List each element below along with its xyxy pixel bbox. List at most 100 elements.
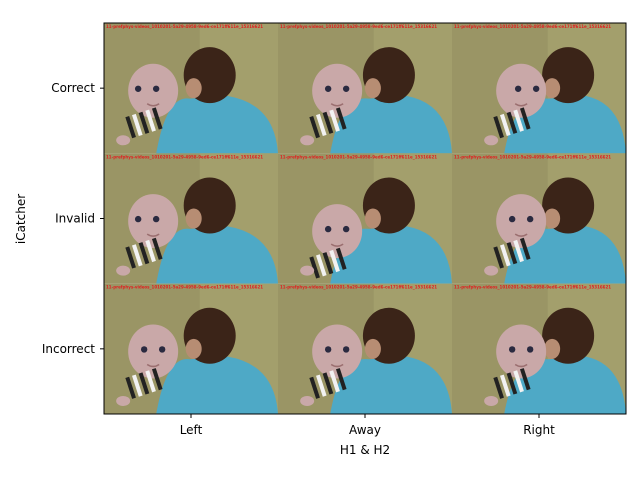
frame-correct-away: 11-prefphys-videos_1010201-5a29-4958-9ed… xyxy=(278,23,452,154)
baby-onesie xyxy=(125,107,163,139)
watermark-text: 11-prefphys-videos_1010201-5a29-4958-9ed… xyxy=(106,154,263,159)
baby-head xyxy=(128,194,179,249)
onesie-stripe xyxy=(493,376,504,399)
onesie-stripe xyxy=(499,113,511,137)
adult-ear xyxy=(185,78,202,99)
adult-shirt xyxy=(156,356,278,414)
frame-incorrect-away: 11-prefphys-videos_1010201-5a29-4958-9ed… xyxy=(278,283,452,414)
baby-head xyxy=(128,63,179,118)
baby-eye-left xyxy=(324,85,332,92)
baby-onesie xyxy=(309,247,347,279)
baby-eye-left xyxy=(324,346,332,353)
baby-eye-right xyxy=(526,346,534,353)
onesie-stripe xyxy=(151,237,163,260)
baby-mouth xyxy=(146,233,160,237)
onesie-stripe xyxy=(145,239,156,263)
onesie-stripe xyxy=(329,370,340,393)
onesie-stripe xyxy=(499,374,511,397)
adult-ear xyxy=(544,338,561,359)
baby-onesie xyxy=(125,368,163,399)
baby-head xyxy=(312,324,363,379)
x-tick-label: Away xyxy=(349,423,381,437)
adult-ear xyxy=(185,208,202,229)
onesie-stripe xyxy=(506,111,518,134)
onesie-stripe xyxy=(513,370,524,393)
adult-shirt xyxy=(330,356,452,414)
baby-onesie xyxy=(309,368,347,399)
onesie-stripe xyxy=(309,116,320,139)
adult-ear xyxy=(185,338,202,359)
onesie-stripe xyxy=(131,244,143,267)
x-axis-label: H1 & H2 xyxy=(340,443,390,457)
baby-eye-left xyxy=(134,85,142,92)
baby-eye-left xyxy=(508,215,516,223)
onesie-stripe xyxy=(322,111,334,134)
adult-shirt xyxy=(330,95,452,154)
onesie-stripe xyxy=(145,370,156,393)
baby-mouth xyxy=(514,103,528,107)
watermark-text: 11-prefphys-videos_1010201-5a29-4958-9ed… xyxy=(106,285,263,290)
adult-shirt xyxy=(156,95,278,154)
baby-mouth xyxy=(146,363,160,368)
onesie-stripe xyxy=(131,113,143,137)
baby-eye-left xyxy=(324,225,332,233)
onesie-stripe xyxy=(315,374,327,397)
onesie-stripe xyxy=(138,111,150,134)
baby-mouth xyxy=(330,103,344,107)
onesie-stripe xyxy=(335,368,347,391)
baby-eye-right xyxy=(342,225,350,233)
onesie-stripe xyxy=(493,246,504,269)
baby-onesie xyxy=(125,237,163,269)
baby-eye-left xyxy=(140,346,148,353)
onesie-stripe xyxy=(315,254,327,277)
onesie-stripe xyxy=(309,256,320,279)
frame-invalid-away: 11-prefphys-videos_1010201-5a29-4958-9ed… xyxy=(278,153,452,284)
baby-eye-right xyxy=(152,215,160,223)
frame-invalid-right: 11-prefphys-videos_1010201-5a29-4958-9ed… xyxy=(452,153,626,284)
adult-ear xyxy=(364,78,381,99)
onesie-stripe xyxy=(329,249,340,273)
onesie-stripe xyxy=(506,242,518,265)
onesie-stripe xyxy=(335,247,347,270)
baby-hand xyxy=(484,265,499,276)
baby-hand xyxy=(300,265,315,276)
adult-shirt xyxy=(330,226,452,284)
baby-hand xyxy=(484,135,499,146)
onesie-stripe xyxy=(315,113,327,137)
baby-hand xyxy=(484,395,499,406)
watermark-text: 11-prefphys-videos_1010201-5a29-4958-9ed… xyxy=(280,285,437,290)
baby-mouth xyxy=(514,233,528,237)
baby-head xyxy=(496,194,547,249)
baby-head xyxy=(312,63,363,118)
y-tick-label: Incorrect xyxy=(42,342,95,356)
frame-correct-left: 11-prefphys-videos_1010201-5a29-4958-9ed… xyxy=(104,23,278,154)
onesie-stripe xyxy=(151,368,163,391)
baby-eye-left xyxy=(514,85,522,92)
baby-hand xyxy=(300,395,315,406)
baby-onesie xyxy=(493,107,531,139)
baby-hand xyxy=(116,395,131,406)
baby-head xyxy=(312,204,363,259)
onesie-stripe xyxy=(499,244,511,267)
adult-shirt xyxy=(156,226,278,284)
image-grid: 11-prefphys-videos_1010201-5a29-4958-9ed… xyxy=(104,23,626,414)
baby-onesie xyxy=(493,368,531,399)
watermark-text: 11-prefphys-videos_1010201-5a29-4958-9ed… xyxy=(280,154,437,159)
baby-mouth xyxy=(330,243,344,247)
baby-head xyxy=(496,324,547,379)
onesie-stripe xyxy=(335,107,347,130)
onesie-stripe xyxy=(125,376,136,399)
baby-eye-right xyxy=(158,346,166,353)
adult-ear xyxy=(364,338,381,359)
baby-eye-left xyxy=(134,215,142,223)
baby-eye-right xyxy=(526,215,534,223)
onesie-stripe xyxy=(309,376,320,399)
baby-mouth xyxy=(514,363,528,368)
onesie-stripe xyxy=(519,237,531,260)
watermark-text: 11-prefphys-videos_1010201-5a29-4958-9ed… xyxy=(280,24,437,29)
frame-incorrect-right: 11-prefphys-videos_1010201-5a29-4958-9ed… xyxy=(452,283,626,414)
frame-correct-right: 11-prefphys-videos_1010201-5a29-4958-9ed… xyxy=(452,23,626,154)
